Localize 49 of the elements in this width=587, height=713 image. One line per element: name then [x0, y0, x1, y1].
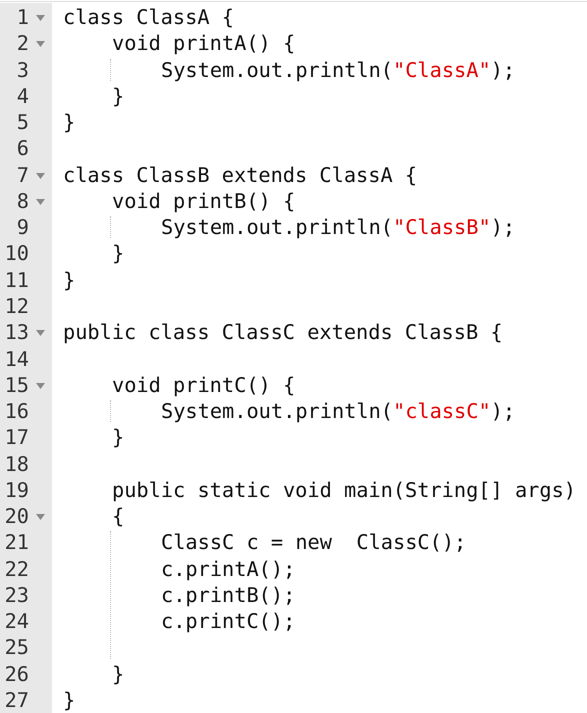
line-number: 3 [16, 56, 29, 83]
line-number: 13 [4, 319, 29, 346]
line-number: 7 [16, 162, 29, 188]
code-line: c.printC(); [161, 608, 296, 634]
code-line: System.out.println("ClassB"); [161, 214, 516, 240]
line-number: 5 [16, 109, 29, 136]
code-line: System.out.println("classC"); [161, 398, 516, 424]
code-line: ClassC c = new ClassC(); [161, 529, 466, 556]
code-line: } [63, 687, 76, 713]
line-number: 9 [16, 214, 29, 240]
line-number: 22 [4, 556, 29, 582]
code-line: public static void main(String[] args) [112, 476, 576, 503]
line-number: 14 [4, 346, 29, 372]
line-number: 17 [4, 424, 29, 450]
code-line: System.out.println("ClassA"); [161, 56, 516, 83]
line-number: 18 [4, 450, 29, 477]
line-number: 2 [16, 30, 29, 56]
line-number: 1 [16, 4, 29, 30]
code-line: } [63, 266, 76, 293]
line-number: 25 [4, 634, 29, 660]
code-line: class ClassB extends ClassA { [63, 162, 418, 188]
code-line: } [112, 240, 124, 266]
line-number: 12 [4, 292, 29, 319]
code-line: } [63, 109, 76, 136]
code-line: } [112, 82, 124, 109]
code-line: c.printB(); [161, 582, 296, 608]
line-number: 8 [16, 188, 29, 214]
line-number: 11 [4, 266, 29, 293]
line-number: 19 [4, 476, 29, 503]
code-line: c.printA(); [161, 556, 296, 582]
code-line: } [112, 424, 124, 450]
line-number: 26 [4, 660, 29, 687]
code-line: void printC() { [112, 372, 296, 398]
line-number: 16 [4, 398, 29, 424]
line-number: 23 [4, 582, 29, 608]
line-number: 15 [4, 372, 29, 398]
line-number: 27 [4, 687, 29, 713]
code-line: class ClassA { [63, 4, 234, 30]
line-number: 6 [16, 135, 29, 162]
line-number: 24 [4, 608, 29, 634]
line-number: 4 [16, 82, 29, 109]
code-line: public class ClassC extends ClassB { [63, 319, 503, 346]
code-line: { [112, 503, 124, 530]
line-number: 21 [4, 529, 29, 556]
code-line: } [112, 660, 124, 687]
code-line: void printB() { [112, 188, 296, 214]
code-line: void printA() { [112, 30, 296, 56]
line-number: 20 [4, 503, 29, 530]
line-number: 10 [4, 240, 29, 266]
